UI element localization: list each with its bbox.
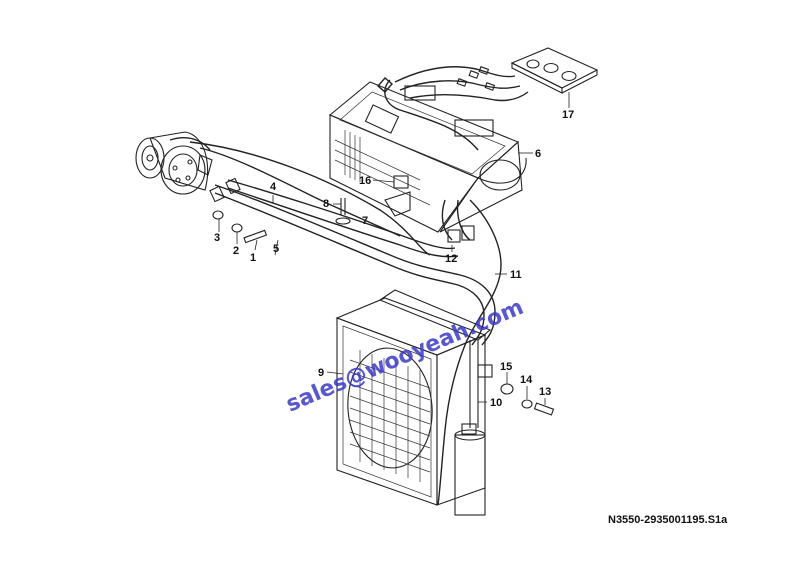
refrigerant-hoses: [199, 147, 496, 346]
callout-8: 8: [323, 198, 329, 210]
callout-14: 14: [520, 374, 533, 386]
callout-15: 15: [500, 361, 512, 373]
hvac-unit: [328, 77, 533, 233]
callout-6: 6: [535, 148, 541, 160]
drawing-code: N3550-2935001195.S1a: [608, 514, 728, 526]
callout-9: 9: [318, 367, 324, 379]
callout-12: 12: [445, 253, 457, 265]
callout-11: 11: [510, 269, 522, 281]
callout-5: 5: [273, 243, 279, 255]
drain-parts: [333, 198, 351, 225]
control-harness: [394, 66, 529, 102]
callout-labels: 1 2 3 4 5 6 7 8 9 10 11 12 13 14 15 16 1…: [214, 109, 574, 409]
drier-fittings: [477, 364, 555, 416]
cable-11: [189, 141, 507, 506]
callout-7: 7: [362, 215, 368, 227]
callout-3: 3: [214, 232, 220, 244]
callout-13: 13: [539, 386, 551, 398]
callout-17: 17: [562, 109, 574, 121]
callout-16: 16: [359, 175, 371, 187]
condenser-grille: [349, 350, 431, 482]
callout-4: 4: [270, 181, 277, 193]
callout-2: 2: [233, 245, 239, 257]
hvac-fittings: [441, 199, 475, 252]
control-panel: [510, 47, 599, 108]
receiver-drier: [454, 340, 487, 516]
callout-1: 1: [250, 252, 256, 264]
callout-10: 10: [490, 397, 502, 409]
expansion-valve: [372, 175, 411, 217]
compressor: [135, 131, 213, 195]
